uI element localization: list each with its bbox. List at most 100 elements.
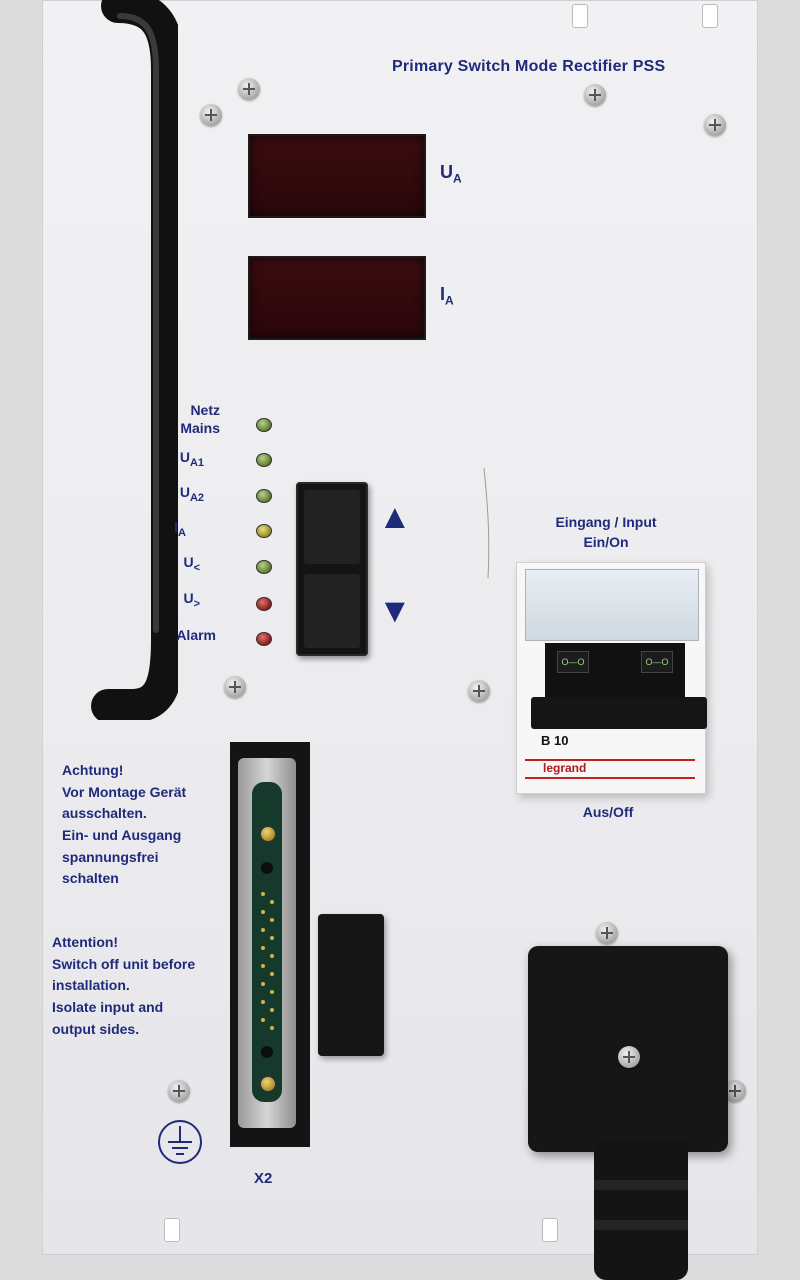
- breaker-stripe: [525, 777, 695, 779]
- plug-screw: [618, 1046, 640, 1068]
- signal-pin: [261, 946, 265, 950]
- connector-blank-cover: [318, 914, 384, 1056]
- ua1-led: [256, 453, 272, 467]
- breaker-input-label: Eingang / Input Ein/On: [536, 514, 676, 550]
- signal-pin: [270, 1026, 274, 1030]
- plug-cable-gland: [594, 1140, 688, 1280]
- indicator-label-ua1: UA1: [114, 449, 204, 469]
- signal-pin: [270, 972, 274, 976]
- current-label-sub: A: [445, 293, 454, 308]
- signal-pin: [270, 990, 274, 994]
- panel-screw: [596, 922, 618, 944]
- indicator-label-main: Netz: [190, 402, 220, 418]
- panel-scratch: [483, 468, 490, 578]
- rocker-up-segment[interactable]: [304, 490, 360, 564]
- mains-led: [256, 418, 272, 432]
- current-label-main: I: [440, 284, 446, 304]
- panel-screw: [584, 84, 606, 106]
- signal-pin: [270, 936, 274, 940]
- warning-de-line: Vor Montage Gerät: [62, 783, 187, 800]
- panel-screw: [238, 78, 260, 100]
- coax-pin: [260, 826, 276, 842]
- warning-de-line: Achtung!: [62, 762, 124, 778]
- x2-sub-d-connector[interactable]: [230, 742, 310, 1147]
- breaker-lever-housing: O—O O—O: [545, 643, 685, 699]
- arrow-up-icon: ▲: [378, 498, 412, 536]
- indicator-label-main: I: [174, 519, 179, 535]
- arrow-down-icon: ▼: [378, 592, 412, 630]
- warning-en-line: Isolate input and: [52, 999, 164, 1016]
- connector-label: X2: [254, 1170, 273, 1187]
- voltage-display: [248, 134, 426, 218]
- breaker-pole-indicator: O—O: [557, 651, 589, 673]
- ua2-led: [256, 489, 272, 503]
- voltage-display-label: UA: [440, 162, 462, 186]
- mounting-slot: [542, 1218, 558, 1242]
- display-select-rocker[interactable]: [296, 482, 368, 656]
- indicator-label-ia: IA: [96, 519, 186, 539]
- indicator-label-main: U: [183, 590, 194, 606]
- signal-pin: [261, 982, 265, 986]
- indicator-label-sub: A2: [189, 491, 204, 504]
- current-display-label: IA: [440, 284, 454, 308]
- breaker-off-label: Aus/Off: [582, 804, 634, 820]
- signal-pin: [261, 928, 265, 932]
- signal-pin: [261, 910, 265, 914]
- signal-pin: [261, 964, 265, 968]
- signal-pin: [270, 918, 274, 922]
- warning-text-german: Achtung! Vor Montage Gerät ausschalten. …: [62, 760, 186, 890]
- warning-de-line: ausschalten.: [62, 805, 147, 822]
- indicator-label-main: Alarm: [176, 627, 216, 643]
- mounting-slot: [572, 4, 588, 28]
- panel-screw: [468, 680, 490, 702]
- panel-screw: [704, 114, 726, 136]
- warning-en-line: Switch off unit before: [52, 955, 196, 972]
- overvoltage-led: [256, 597, 272, 611]
- carry-handle[interactable]: [48, 0, 178, 720]
- signal-pin: [261, 1018, 265, 1022]
- input-circuit-breaker: O—O O—O B 10 legrand: [516, 562, 707, 794]
- indicator-label-sub: A1: [189, 456, 204, 469]
- breaker-label-line2: Ein/On: [583, 534, 629, 550]
- coax-socket: [261, 1046, 273, 1058]
- indicator-label-sub: <: [193, 561, 200, 574]
- indicator-label-sub: >: [193, 597, 200, 610]
- indicator-label-main: U: [179, 449, 190, 465]
- ia-led: [256, 524, 272, 538]
- indicator-label-overvoltage: U>: [110, 590, 200, 610]
- gland-ring: [594, 1180, 688, 1190]
- rocker-down-segment[interactable]: [304, 574, 360, 648]
- panel-title: Primary Switch Mode Rectifier PSS: [392, 58, 666, 75]
- indicator-label-ua2: UA2: [114, 484, 204, 504]
- signal-pin: [270, 954, 274, 958]
- ground-icon: [158, 1120, 202, 1164]
- connector-shell: [238, 758, 296, 1128]
- breaker-label-window: [525, 569, 699, 641]
- breaker-stripe: [525, 759, 695, 761]
- warning-de-line: spannungsfrei: [62, 848, 159, 865]
- connector-face: [252, 782, 282, 1102]
- breaker-toggle[interactable]: [531, 697, 707, 729]
- undervoltage-led: [256, 560, 272, 574]
- panel-screw: [200, 104, 222, 126]
- coax-pin: [260, 1076, 276, 1092]
- warning-en-line: Attention!: [52, 934, 119, 950]
- breaker-pole-indicator: O—O: [641, 651, 673, 673]
- breaker-label-line1: Eingang / Input: [555, 514, 657, 530]
- warning-de-line: schalten: [62, 870, 119, 887]
- panel-screw: [224, 676, 246, 698]
- warning-en-line: installation.: [52, 977, 130, 994]
- mains-input-plug[interactable]: [528, 946, 728, 1152]
- alarm-led: [256, 632, 272, 646]
- voltage-label-main: U: [440, 162, 453, 182]
- warning-text-english: Attention! Switch off unit before instal…: [52, 932, 195, 1040]
- breaker-brand: legrand: [543, 761, 587, 775]
- indicator-label-alarm: Alarm: [126, 627, 216, 643]
- signal-pin: [261, 892, 265, 896]
- indicator-label-undervoltage: U<: [110, 554, 200, 574]
- gland-ring: [594, 1220, 688, 1230]
- warning-en-line: output sides.: [52, 1020, 140, 1037]
- warning-de-line: Ein- und Ausgang: [62, 827, 182, 844]
- indicator-label-main: U: [183, 554, 194, 570]
- voltage-label-sub: A: [453, 171, 462, 186]
